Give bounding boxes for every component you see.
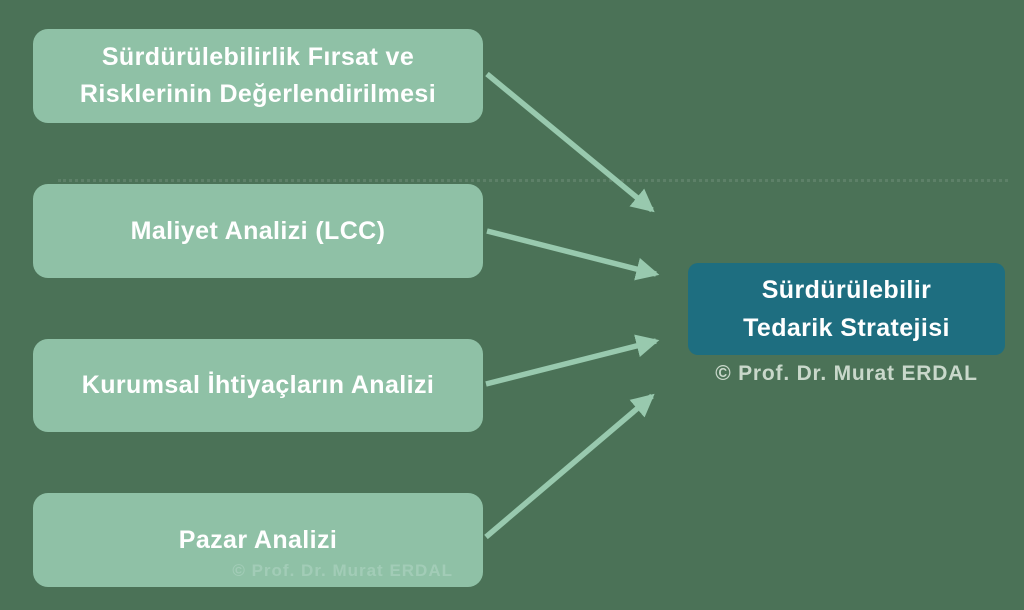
- watermark-text: © Prof. Dr. Murat ERDAL: [232, 561, 453, 580]
- target-box-sustainable-procurement-strategy: Sürdürülebilir Tedarik Stratejisi: [688, 263, 1005, 355]
- source-box-market-analysis: Pazar Analizi © Prof. Dr. Murat ERDAL: [33, 493, 483, 587]
- arrow-icon-3: [485, 334, 660, 387]
- arrow-icon-4: [484, 393, 655, 540]
- source-box-corporate-needs: Kurumsal İhtiyaçların Analizi: [33, 339, 483, 432]
- faint-watermark-dots: [58, 179, 1008, 182]
- box-label-line: Pazar Analizi: [178, 525, 338, 554]
- box-label-line: Sürdürülebilir: [761, 276, 932, 304]
- box-label-line: Sürdürülebilirlik Fırsat ve: [101, 43, 415, 71]
- source-box-cost-analysis: Maliyet Analizi (LCC): [33, 184, 483, 278]
- arrow-icon-1: [485, 71, 655, 213]
- box-label-line: Kurumsal İhtiyaçların Analizi: [81, 371, 435, 399]
- box-label-line: Risklerinin Değerlendirilmesi: [79, 80, 437, 108]
- credit-text: © Prof. Dr. Murat ERDAL: [715, 362, 978, 385]
- source-box-sustainability-risk: Sürdürülebilirlik Fırsat ve Risklerinin …: [33, 29, 483, 123]
- box-label-line: Maliyet Analizi (LCC): [130, 216, 386, 245]
- arrow-icon-2: [486, 228, 660, 281]
- box-label-line: Tedarik Stratejisi: [743, 314, 950, 342]
